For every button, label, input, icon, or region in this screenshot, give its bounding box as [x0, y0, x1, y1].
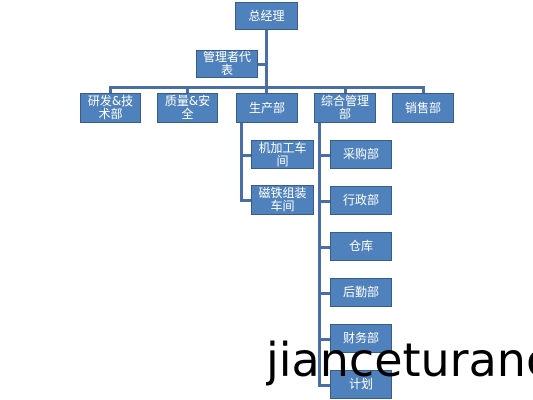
connector-drop-quality	[186, 86, 189, 94]
node-rd-technology-label: 研发&技术部	[87, 94, 134, 121]
node-general-manager-label: 总经理	[248, 8, 285, 23]
node-management-representative[interactable]: 管理者代表	[196, 50, 258, 78]
node-administration-label: 行政部	[342, 193, 379, 207]
node-quality-safety[interactable]: 质量&安全	[157, 93, 218, 123]
connector-admin-child-4	[318, 292, 331, 295]
node-machining-workshop[interactable]: 机加工车间	[251, 140, 314, 169]
connector-drop-sales	[422, 86, 425, 94]
node-logistics-label: 后勤部	[342, 285, 379, 299]
node-quality-safety-label: 质量&安全	[164, 94, 211, 121]
node-production[interactable]: 生产部	[236, 93, 298, 123]
node-finance-label: 财务部	[342, 331, 379, 345]
connector-drop-admin	[344, 86, 347, 94]
connector-admin-child-1	[318, 154, 331, 157]
connector-representative	[258, 63, 267, 66]
node-logistics[interactable]: 后勤部	[330, 278, 392, 307]
node-production-label: 生产部	[248, 100, 285, 115]
node-magnet-assembly-workshop-label: 磁铁组装车间	[258, 186, 307, 213]
connector-production-child-2	[240, 199, 252, 202]
node-general-manager[interactable]: 总经理	[235, 2, 298, 30]
node-warehouse-label: 仓库	[348, 239, 373, 253]
connector-admin-child-5	[318, 338, 331, 341]
node-finance[interactable]: 财务部	[330, 324, 392, 353]
connector-root-trunk	[265, 29, 268, 88]
node-magnet-assembly-workshop[interactable]: 磁铁组装车间	[251, 185, 314, 215]
node-management-representative-label: 管理者代表	[202, 50, 251, 77]
node-general-administration[interactable]: 综合管理部	[314, 93, 376, 123]
watermark-text: jianceturanc	[266, 334, 533, 387]
connector-production-child-1	[240, 154, 252, 157]
node-general-administration-label: 综合管理部	[320, 94, 369, 121]
node-warehouse[interactable]: 仓库	[330, 232, 392, 261]
node-machining-workshop-label: 机加工车间	[258, 140, 307, 168]
node-planning-label: 计划	[348, 377, 373, 391]
node-rd-technology[interactable]: 研发&技术部	[80, 93, 141, 123]
connector-admin-child-3	[318, 246, 331, 249]
connector-admin-child-2	[318, 200, 331, 203]
node-administration[interactable]: 行政部	[330, 186, 392, 215]
connector-admin-trunk	[318, 123, 321, 386]
node-purchasing[interactable]: 采购部	[330, 140, 392, 169]
node-sales-label: 销售部	[404, 100, 441, 115]
connector-drop-rd	[109, 86, 112, 94]
connector-drop-production	[265, 86, 268, 94]
connector-production-trunk	[240, 123, 243, 202]
node-planning[interactable]: 计划	[330, 370, 392, 399]
node-sales[interactable]: 销售部	[392, 93, 454, 123]
node-purchasing-label: 采购部	[342, 147, 379, 161]
connector-admin-child-6	[318, 384, 331, 387]
